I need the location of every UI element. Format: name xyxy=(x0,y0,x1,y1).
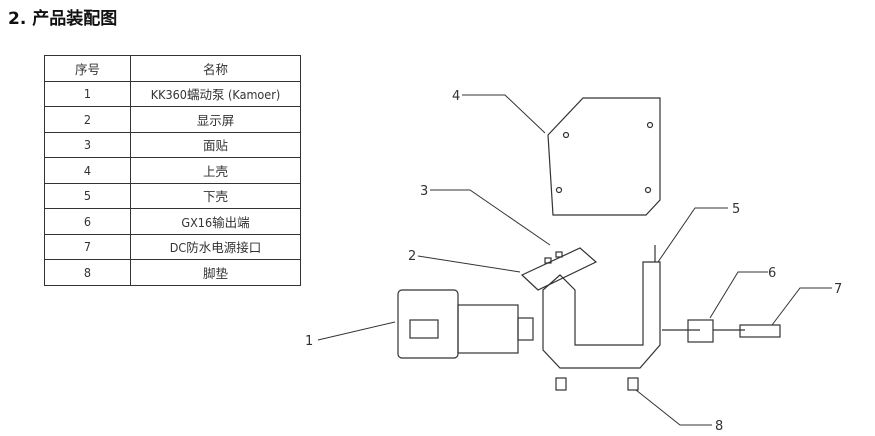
callout-4: 4 xyxy=(452,89,460,104)
table-header: 序号 名称 xyxy=(44,55,301,82)
callout-2: 2 xyxy=(408,249,416,264)
part-index: 3 xyxy=(44,131,131,158)
callout-5: 5 xyxy=(732,202,740,217)
part-index: 8 xyxy=(44,259,131,286)
callout-6: 6 xyxy=(768,266,776,281)
part-name: KK360蠕动泵 (Kamoer) xyxy=(130,80,301,107)
bottom-shell xyxy=(542,245,661,369)
part-name: 脚垫 xyxy=(130,259,301,286)
foot xyxy=(627,377,639,391)
part-index: 2 xyxy=(44,106,131,133)
callout-1: 1 xyxy=(305,334,313,349)
display-panel xyxy=(520,247,598,291)
connectors xyxy=(662,319,781,343)
foot xyxy=(555,377,567,391)
callout-7: 7 xyxy=(834,282,842,297)
part-index: 7 xyxy=(44,233,131,260)
header-name: 名称 xyxy=(130,55,301,82)
part-index: 6 xyxy=(44,208,131,235)
part-name: 上壳 xyxy=(130,157,301,184)
callout-8: 8 xyxy=(715,419,723,434)
part-index: 5 xyxy=(44,182,131,209)
header-index: 序号 xyxy=(44,55,131,82)
part-index: 1 xyxy=(44,80,131,107)
pump xyxy=(397,289,534,359)
section-title: 2. 产品装配图 xyxy=(8,9,118,29)
top-shell xyxy=(547,97,661,216)
part-name: 显示屏 xyxy=(130,106,301,133)
callout-3: 3 xyxy=(420,184,428,199)
part-name: 面贴 xyxy=(130,131,301,158)
